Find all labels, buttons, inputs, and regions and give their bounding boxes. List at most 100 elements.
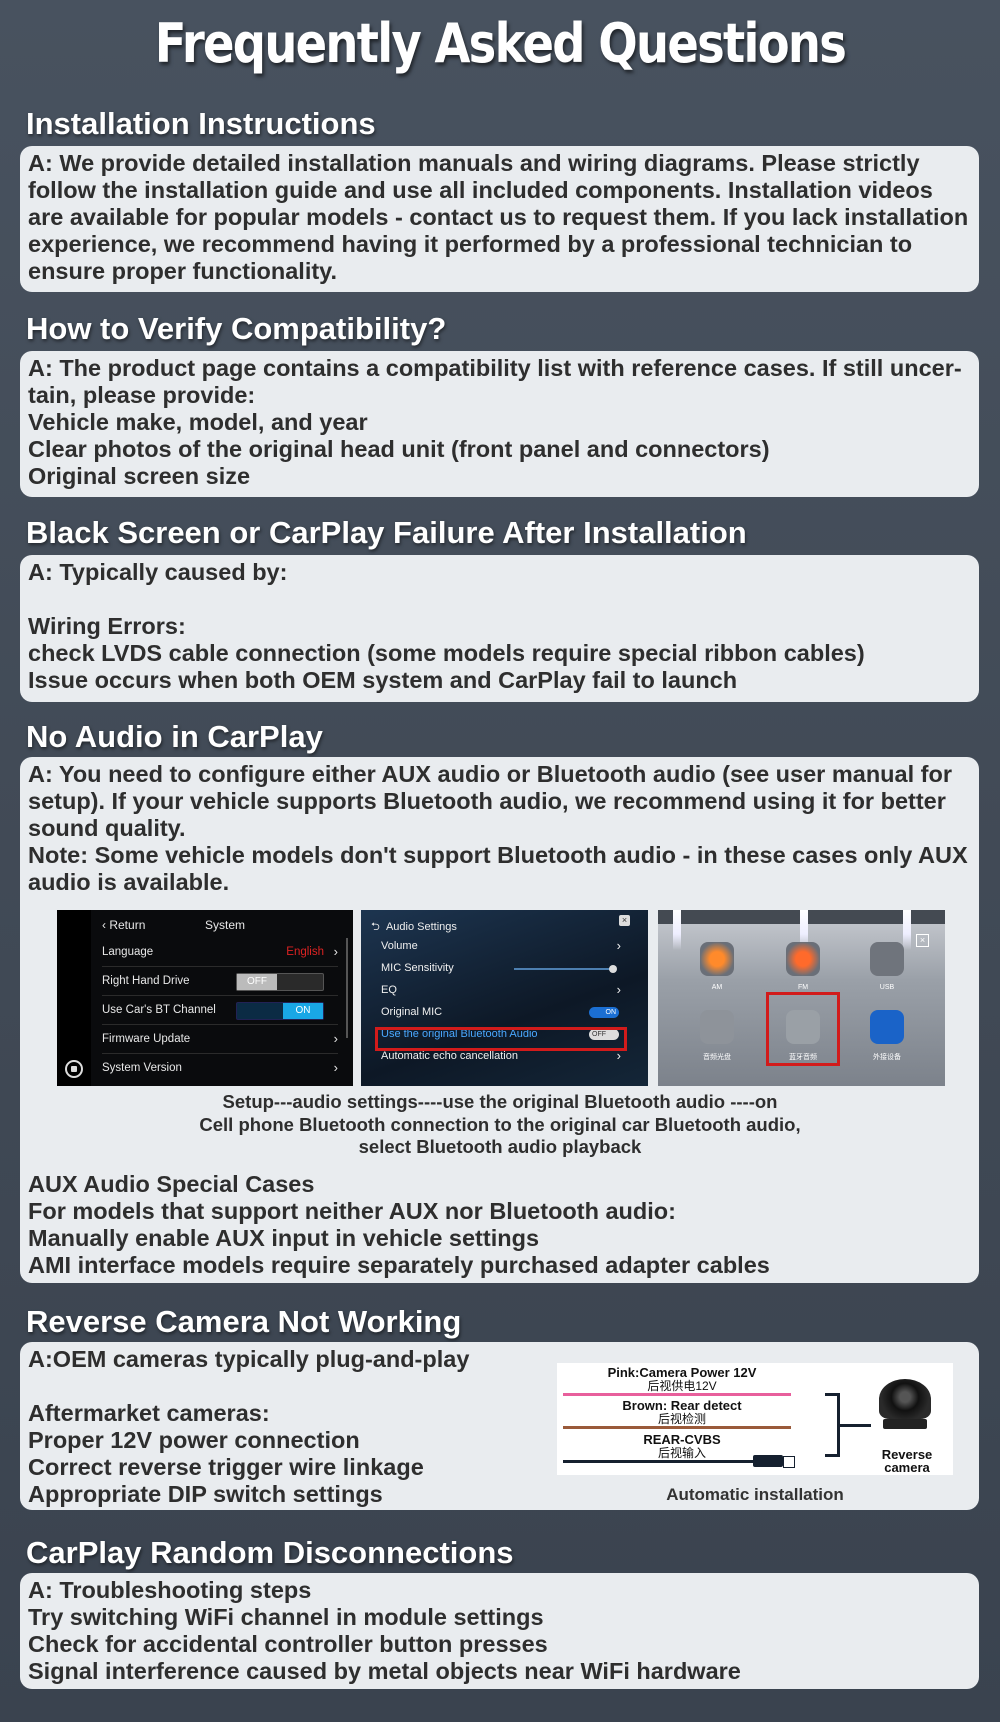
- rca-plug: [753, 1455, 783, 1467]
- settings-row-bt-channel: Use Car's BT Channel ON: [102, 996, 338, 1025]
- answer-line: Manually enable AUX input in vehicle set…: [28, 1225, 540, 1251]
- settings-row-firmware: Firmware Update ›: [102, 1025, 338, 1054]
- answer-line: A: Troubleshooting steps: [28, 1577, 312, 1603]
- return-label: ‹ Return: [102, 918, 146, 932]
- cvbs-wire: [563, 1460, 753, 1463]
- chevron-right-icon: ›: [333, 1031, 338, 1046]
- scrollbar: [346, 938, 348, 1038]
- page-title: Frequently Asked Questions: [154, 12, 847, 75]
- system-settings-screenshot: ‹ Return System Language English › Right…: [57, 910, 353, 1086]
- home-icon: [65, 1060, 83, 1078]
- answer-line: Proper 12V power connection: [28, 1427, 360, 1453]
- answer-line: Wiring Errors:: [28, 613, 186, 639]
- audio-caption-line: Cell phone Bluetooth connection to the o…: [199, 1114, 801, 1135]
- chevron-right-icon: ›: [333, 944, 338, 959]
- answer-line: follow the installation guide and use al…: [28, 177, 933, 203]
- answer-installation: A: We provide detailed installation manu…: [20, 146, 979, 292]
- section-title-installation: Installation Instructions: [26, 106, 376, 141]
- ceiling-light: [800, 910, 808, 950]
- settings-row-language: Language English ›: [102, 938, 338, 967]
- answer-line: audio is available.: [28, 869, 230, 895]
- chevron-right-icon: ›: [616, 982, 621, 997]
- toggle-on: ON: [589, 1007, 619, 1018]
- answer-line: sound quality.: [28, 815, 186, 841]
- audio-caption-line: select Bluetooth audio playback: [358, 1136, 642, 1157]
- ceiling-light: [673, 910, 681, 950]
- answer-line: Check for accidental controller button p…: [28, 1631, 548, 1657]
- answer-line: ensure proper functionality.: [28, 258, 338, 284]
- pink-wire: [563, 1393, 791, 1396]
- audio-row-mic: MIC Sensitivity: [379, 958, 623, 980]
- section-title-disconnections: CarPlay Random Disconnections: [26, 1535, 514, 1570]
- answer-line: check LVDS cable connection (some models…: [28, 640, 865, 666]
- answer-line: Vehicle make, model, and year: [28, 409, 368, 435]
- answer-line: setup). If your vehicle supports Bluetoo…: [28, 788, 946, 814]
- answer-line: For models that support neither AUX nor …: [28, 1198, 676, 1224]
- settings-row-rhd: Right Hand Drive OFF: [102, 967, 338, 996]
- answer-line: Note: Some vehicle models don't support …: [28, 842, 968, 868]
- rca-tip: [783, 1456, 795, 1468]
- close-icon: ×: [916, 934, 929, 947]
- section-title-reverse-camera: Reverse Camera Not Working: [26, 1304, 462, 1339]
- answer-line: Try switching WiFi channel in module set…: [28, 1604, 544, 1630]
- audio-settings-title: ⮌ Audio Settings: [371, 921, 457, 933]
- answer-line: Clear photos of the original head unit (…: [28, 436, 770, 462]
- answer-line: experience, we recommend having it perfo…: [28, 231, 913, 257]
- audio-row-eq: EQ›: [381, 982, 621, 997]
- answer-line: tain, please provide:: [28, 382, 256, 408]
- answer-line: A: The product page contains a compatibi…: [28, 355, 962, 381]
- answer-line: A: You need to configure either AUX audi…: [28, 761, 952, 787]
- oem-media-screenshot: × AM FM USB 音频光盘 蓝牙音频 外接设备: [658, 910, 945, 1086]
- answer-line: Correct reverse trigger wire linkage: [28, 1454, 424, 1480]
- brown-wire: [563, 1426, 791, 1429]
- toggle-on: ON: [236, 1002, 324, 1020]
- icon-label: USB: [879, 984, 895, 991]
- mic-slider: [514, 965, 617, 973]
- bluetooth-music-icon: [786, 1010, 820, 1044]
- am-radio-icon: [700, 942, 734, 976]
- audio-row-volume: Volume›: [381, 938, 621, 953]
- answer-line: AUX Audio Special Cases: [28, 1171, 315, 1197]
- section-title-compatibility: How to Verify Compatibility?: [26, 311, 447, 346]
- language-value: English: [286, 946, 324, 958]
- toggle-off: OFF: [236, 973, 324, 991]
- aux-special-cases: AUX Audio Special Cases For models that …: [20, 1167, 979, 1283]
- audio-caption-line: Setup---audio settings----use the origin…: [222, 1091, 778, 1112]
- chevron-right-icon: ›: [616, 1048, 621, 1063]
- blank-line: [28, 586, 971, 613]
- answer-line: Appropriate DIP switch settings: [28, 1481, 383, 1507]
- answer-line: Aftermarket cameras:: [28, 1400, 270, 1426]
- side-rail: [57, 910, 91, 1086]
- camera-icon: [879, 1379, 931, 1419]
- answer-line: A: We provide detailed installation manu…: [28, 150, 920, 176]
- answer-line: Issue occurs when both OEM system and Ca…: [28, 667, 738, 693]
- answer-line: Original screen size: [28, 463, 251, 489]
- aux-device-icon: [870, 1010, 904, 1044]
- close-icon: ×: [619, 915, 630, 926]
- icon-label: 外接设备: [873, 1054, 901, 1061]
- answer-line: are available for popular models - conta…: [28, 204, 969, 230]
- highlight-box: [375, 1027, 627, 1051]
- toggle-off: OFF: [589, 1029, 619, 1040]
- icon-label: FM: [797, 984, 809, 991]
- highlight-box: [766, 992, 840, 1066]
- section-title-no-audio: No Audio in CarPlay: [26, 719, 323, 754]
- audio-settings-screenshot: ⮌ Audio Settings × Volume› MIC Sensitivi…: [361, 910, 648, 1086]
- icon-label: AM: [711, 984, 723, 991]
- answer-compatibility: A: The product page contains a compatibi…: [20, 351, 979, 497]
- answer-line: AMI interface models require separately …: [28, 1252, 770, 1278]
- settings-row-version: System Version ›: [102, 1060, 338, 1075]
- answer-line: A:OEM cameras typically plug-and-play: [28, 1346, 470, 1372]
- section-title-black-screen: Black Screen or CarPlay Failure After In…: [26, 515, 747, 550]
- chevron-right-icon: ›: [616, 938, 621, 953]
- answer-line: Signal interference caused by metal obje…: [28, 1658, 741, 1684]
- ceiling-light: [903, 910, 911, 950]
- answer-line: A: Typically caused by:: [28, 559, 288, 585]
- fm-radio-icon: [786, 942, 820, 976]
